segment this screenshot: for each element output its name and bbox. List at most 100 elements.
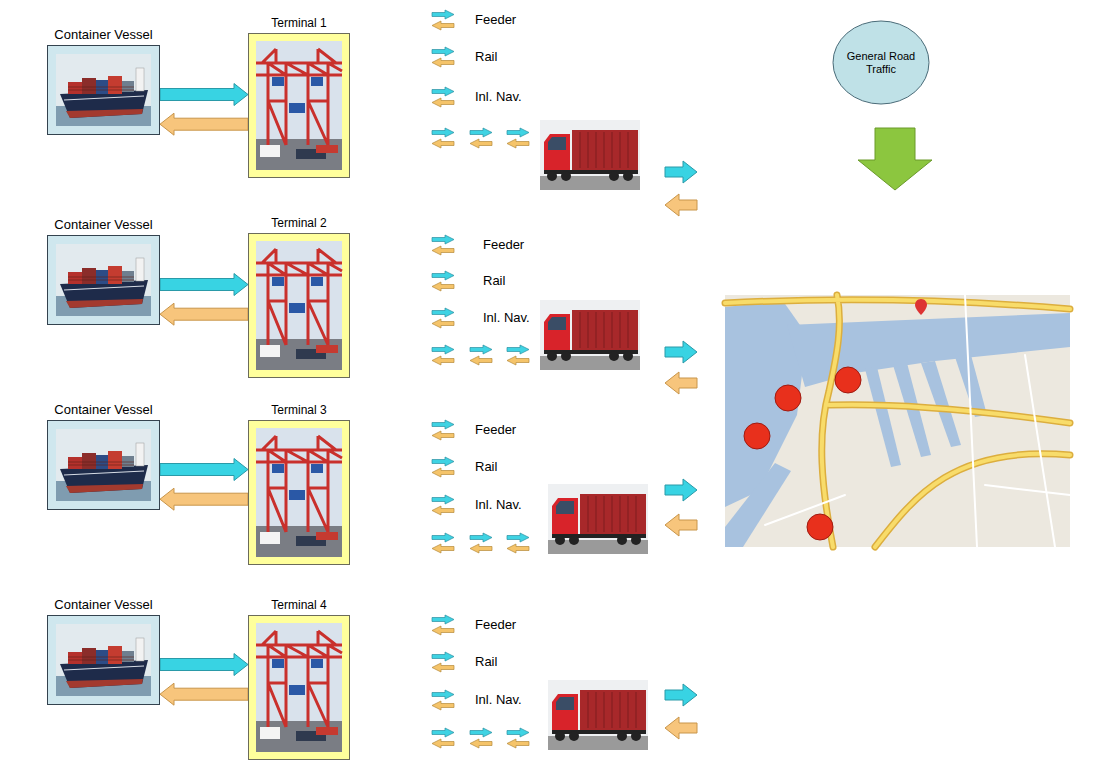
box-heading: Terminal 1 <box>271 16 326 30</box>
map-ground <box>725 295 1070 547</box>
flow-arrow <box>160 303 248 325</box>
vessel-ground <box>47 420 160 510</box>
terminal-pictures <box>248 33 350 760</box>
truck-picture <box>548 680 648 750</box>
arrow-pair <box>432 235 454 255</box>
transport-mode-label: Rail <box>475 49 497 65</box>
arrow-pair <box>432 345 454 365</box>
arrow-pair <box>432 615 454 635</box>
arrow-pair <box>470 533 492 553</box>
flow-arrow <box>160 274 248 296</box>
vessel-ground <box>47 45 160 135</box>
traffic-arrow <box>858 128 932 190</box>
arrow-pair <box>470 728 492 748</box>
transport-mode-label: Rail <box>475 654 497 670</box>
arrow-pair <box>470 128 492 148</box>
transport-mode-label: Inl. Nav. <box>483 310 530 326</box>
transfer-arrows <box>432 10 529 748</box>
terminal-ground <box>248 33 350 178</box>
ship-picture <box>56 429 151 501</box>
arrow-pair <box>432 271 454 291</box>
transport-mode-label: Inl. Nav. <box>475 692 522 708</box>
arrow-pair <box>432 728 454 748</box>
transport-mode-label: Rail <box>475 459 497 475</box>
road-arrow-out <box>665 684 697 706</box>
vessel-box: Container Vessel <box>47 615 160 705</box>
arrow-pair <box>432 87 454 107</box>
arrow-pair <box>432 457 454 477</box>
road-arrow-in <box>665 717 697 739</box>
crane-picture <box>256 623 342 752</box>
flow-arrow <box>160 683 248 705</box>
arrow-pair <box>507 728 529 748</box>
arrow-pair <box>432 420 454 440</box>
box-heading: Terminal 2 <box>271 216 326 230</box>
transport-mode-label: Feeder <box>475 12 516 28</box>
arrow-pair <box>470 345 492 365</box>
arrow-pair <box>432 495 454 515</box>
ellipse-shape <box>833 21 929 104</box>
box-heading: Container Vessel <box>54 217 152 232</box>
truck-picture <box>540 120 640 190</box>
vessel-ground <box>47 615 160 705</box>
road-arrow-in <box>665 194 697 216</box>
box-heading: Terminal 3 <box>271 403 326 417</box>
vessel-box: Container Vessel <box>47 420 160 510</box>
vessel-box: Container Vessel <box>47 45 160 135</box>
road-arrows <box>665 161 697 739</box>
ship-picture <box>56 54 151 126</box>
ship-picture <box>56 624 151 696</box>
vessel-box: Container Vessel <box>47 235 160 325</box>
box-heading: Container Vessel <box>54 597 152 612</box>
box-heading: Container Vessel <box>54 402 152 417</box>
arrow-pair <box>507 533 529 553</box>
arrow-pair <box>432 308 454 328</box>
map-roads <box>725 295 1070 547</box>
terminal-box: Terminal 3 <box>248 420 350 565</box>
truck-picture <box>548 484 648 554</box>
road-arrow-out <box>665 161 697 183</box>
box-heading: Terminal 4 <box>271 598 326 612</box>
transport-mode-label: Feeder <box>475 422 516 438</box>
flow-arrow <box>160 84 248 106</box>
road-traffic-ellipse: General Road Traffic <box>832 20 930 105</box>
arrow-pair <box>432 47 454 67</box>
ship-picture <box>56 244 151 316</box>
road-arrow-in <box>665 372 697 394</box>
arrow-pair <box>432 128 454 148</box>
transport-mode-label: Inl. Nav. <box>475 89 522 105</box>
vessel-ground <box>47 235 160 325</box>
terminal-ground <box>248 615 350 760</box>
flow-arrow <box>160 113 248 135</box>
road-arrow-out <box>665 341 697 363</box>
box-heading: Container Vessel <box>54 27 152 42</box>
crane-picture <box>256 428 342 557</box>
crane-picture <box>256 241 342 370</box>
transport-mode-label: Inl. Nav. <box>475 497 522 513</box>
road-arrow-in <box>665 514 697 536</box>
flow-arrow <box>160 459 248 481</box>
transport-mode-label: Feeder <box>483 237 524 253</box>
road-arrow-out <box>665 479 697 501</box>
terminal-box: Terminal 1 <box>248 33 350 178</box>
arrow-pair <box>507 345 529 365</box>
arrow-pair <box>507 128 529 148</box>
terminal-box: Terminal 2 <box>248 233 350 378</box>
terminal-ground <box>248 420 350 565</box>
arrow-pair <box>432 10 454 30</box>
map-pin <box>915 299 927 315</box>
map-water <box>725 301 1070 547</box>
trucks <box>540 120 648 750</box>
terminal-dots <box>744 367 861 540</box>
truck-picture <box>540 300 640 370</box>
flow-arrow <box>160 488 248 510</box>
arrow-pair <box>432 533 454 553</box>
transport-mode-label: Rail <box>483 273 505 289</box>
crane-picture <box>256 41 342 170</box>
terminal-ground <box>248 233 350 378</box>
port-map <box>725 295 1070 547</box>
ellipse-text: General Road Traffic <box>846 50 916 76</box>
